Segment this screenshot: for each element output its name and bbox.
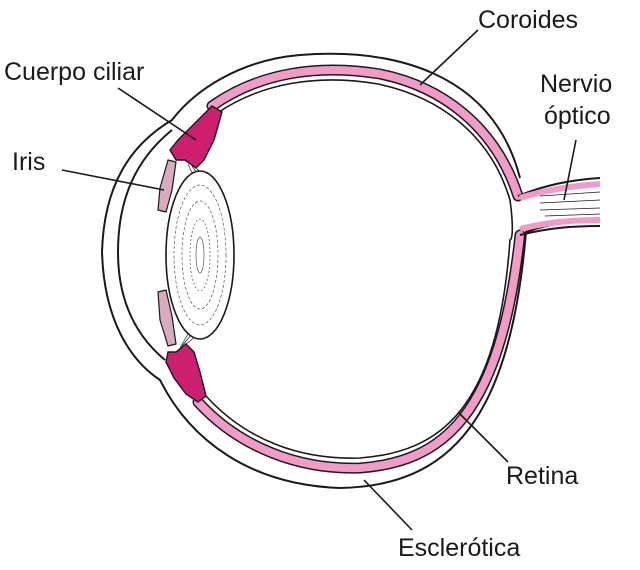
optic-nerve-lower xyxy=(519,225,601,236)
label-esclerotica: Esclerótica xyxy=(398,534,520,562)
optic-nerve-pink-lower xyxy=(519,217,601,232)
label-retina: Retina xyxy=(506,462,578,490)
leader-esclerotica xyxy=(363,479,413,531)
label-coroides: Coroides xyxy=(478,6,578,34)
eye-interior xyxy=(205,79,514,459)
ciliary-body-upper xyxy=(169,105,223,169)
label-optico: óptico xyxy=(544,102,611,130)
choroid-fill-lower xyxy=(194,231,524,473)
label-cuerpo-ciliar: Cuerpo ciliar xyxy=(4,58,144,86)
label-iris: Iris xyxy=(12,148,45,176)
lens-nucleus xyxy=(195,236,205,274)
sclera xyxy=(100,52,601,490)
iris-upper xyxy=(157,159,177,213)
choroid-fill-upper xyxy=(208,66,522,200)
label-nervio: Nervio xyxy=(540,70,612,98)
leader-iris xyxy=(61,169,165,191)
leader-retina xyxy=(457,411,509,463)
cornea xyxy=(116,129,173,361)
lens-layer-2 xyxy=(181,200,219,310)
lens-layer-1 xyxy=(173,184,227,326)
iris-lower xyxy=(157,289,177,347)
optic-nerve-upper xyxy=(517,177,601,197)
leader-cuerpo-ciliar xyxy=(117,87,197,141)
optic-nerve-fibers xyxy=(539,191,601,217)
ciliary-body-lower xyxy=(165,343,207,403)
lens xyxy=(165,170,235,340)
lens-layer-3 xyxy=(189,218,211,292)
leader-coroides xyxy=(419,29,479,86)
optic-nerve-pink-upper xyxy=(519,181,601,201)
leader-nervio xyxy=(563,139,577,201)
